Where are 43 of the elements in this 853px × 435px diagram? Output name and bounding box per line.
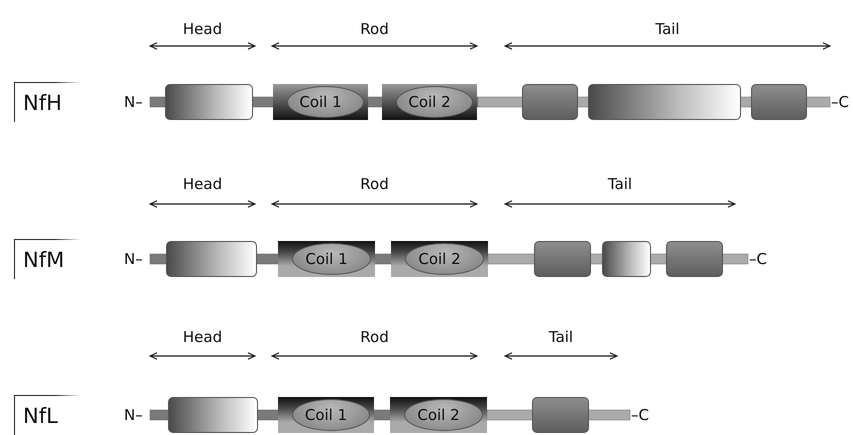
region-label: Head — [182, 20, 224, 38]
domain-box — [168, 397, 258, 433]
region-label: Tail — [548, 328, 574, 346]
coil-domain — [391, 241, 488, 277]
region-label: Rod — [359, 175, 390, 193]
protein-name: NfL — [23, 404, 58, 428]
region-label: Head — [182, 175, 224, 193]
domain-box — [165, 84, 253, 120]
terminus-label: N– — [124, 93, 143, 111]
coil-label: Coil 2 — [418, 250, 461, 268]
coil-domain — [278, 241, 375, 277]
domain-box — [532, 397, 589, 433]
region-label: Rod — [359, 20, 390, 38]
protein-name: NfH — [23, 90, 62, 114]
name-frame — [14, 239, 80, 279]
domain-box — [522, 84, 578, 120]
region-label: Head — [182, 328, 224, 346]
terminus-label: –C — [631, 406, 649, 424]
terminus-label: –C — [749, 250, 767, 268]
name-frame — [14, 395, 80, 435]
domain-box — [751, 84, 807, 120]
domain-box — [534, 241, 591, 277]
coil-domain — [273, 84, 368, 120]
name-frame — [14, 82, 80, 122]
terminus-label: –C — [831, 93, 849, 111]
coil-domain — [278, 397, 374, 433]
domain-box — [602, 241, 651, 277]
coil-label: Coil 2 — [408, 93, 451, 111]
protein-name: NfM — [23, 248, 64, 272]
coil-domain — [390, 397, 487, 433]
coil-label: Coil 1 — [304, 406, 348, 424]
terminus-label: N– — [124, 406, 143, 424]
coil-label: Coil 1 — [299, 93, 342, 111]
terminus-label: N– — [124, 250, 143, 268]
region-label: Tail — [654, 20, 681, 38]
region-label: Rod — [359, 328, 390, 346]
region-label: Tail — [606, 175, 634, 193]
coil-label: Coil 1 — [305, 250, 348, 268]
domain-box — [666, 241, 723, 277]
domain-box — [166, 241, 257, 277]
coil-label: Coil 2 — [417, 406, 460, 424]
domain-box — [588, 84, 741, 120]
coil-domain — [382, 84, 477, 120]
